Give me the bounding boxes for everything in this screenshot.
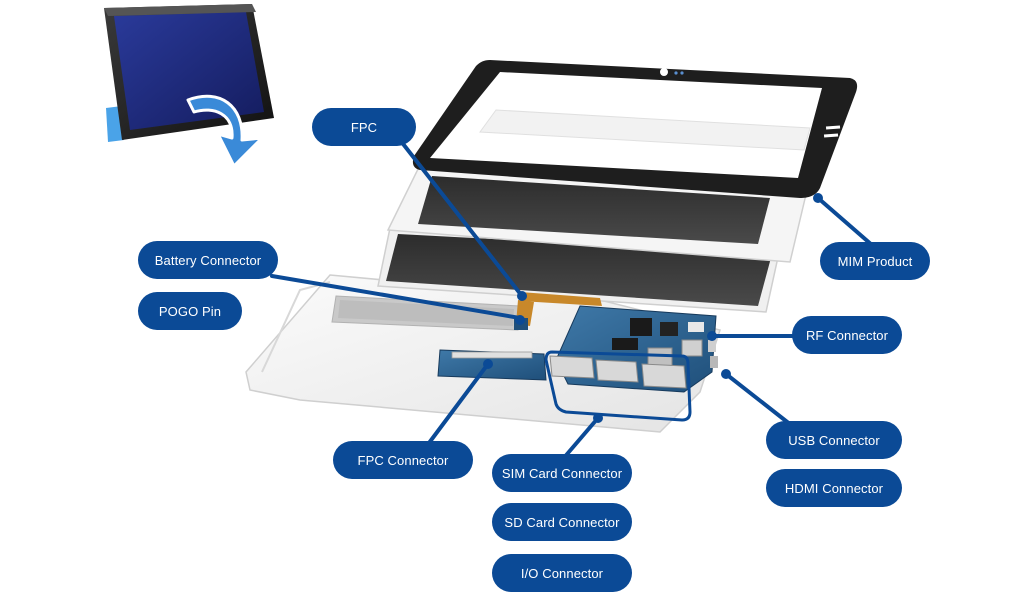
label-battery-connector: Battery Connector [138, 241, 278, 279]
connector-highlight-box [544, 350, 692, 422]
label-mim-product: MIM Product [820, 242, 930, 280]
label-rf-connector: RF Connector [792, 316, 902, 354]
mim-frame [412, 60, 858, 198]
label-usb-connector: USB Connector [766, 421, 902, 459]
leader-dots [483, 193, 823, 423]
label-sim-card-connector: SIM Card Connector [492, 454, 632, 492]
label-sd-card-connector: SD Card Connector [492, 503, 632, 541]
label-pogo-pin: POGO Pin [138, 292, 242, 330]
label-fpc: FPC [312, 108, 416, 146]
tablet-icon [104, 4, 274, 142]
label-hdmi-connector: HDMI Connector [766, 469, 902, 507]
label-io-connector: I/O Connector [492, 554, 632, 592]
curved-arrow-icon [186, 94, 264, 168]
label-fpc-connector: FPC Connector [333, 441, 473, 479]
main-pcb [549, 305, 718, 393]
